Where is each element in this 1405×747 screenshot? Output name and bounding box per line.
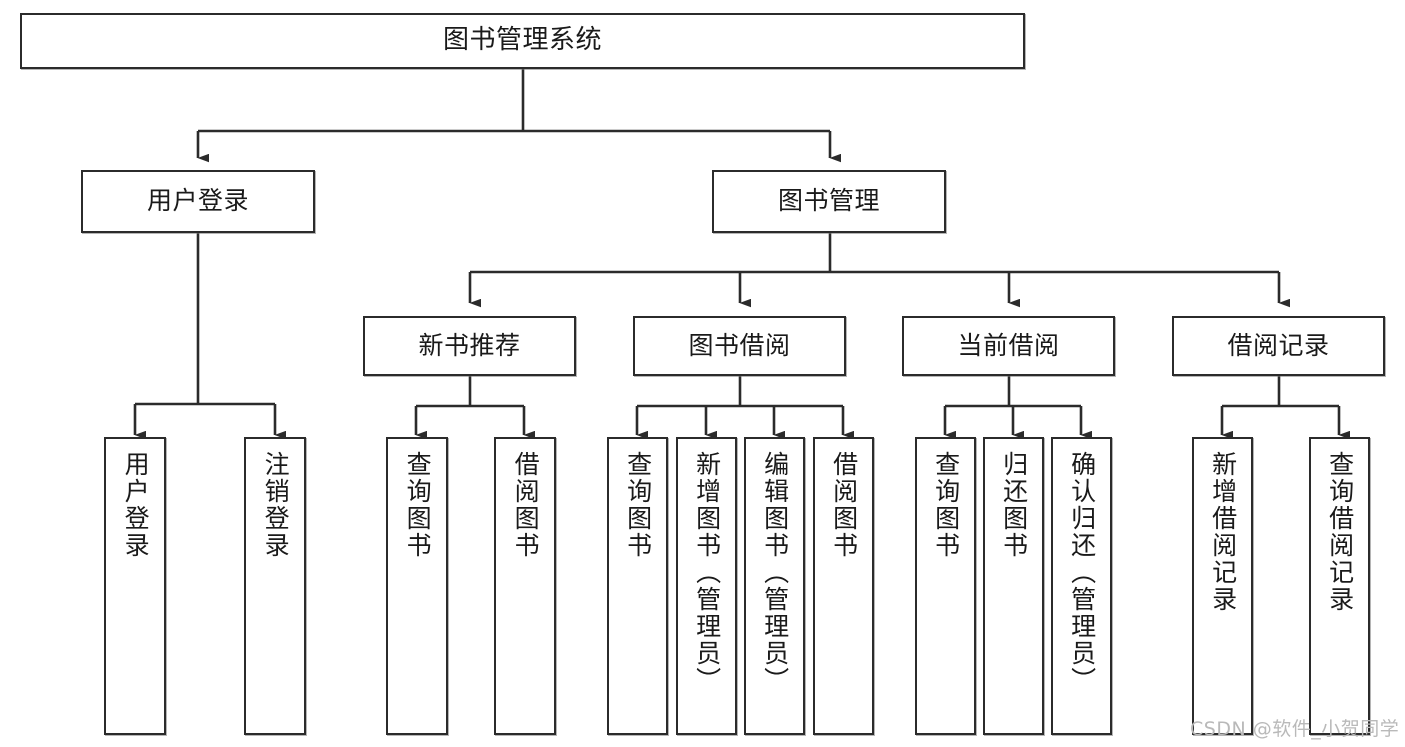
node-leaf-user-login-label: 用户登录: [121, 451, 151, 559]
node-leaf-borrow-book-1[interactable]: 借阅图书: [494, 437, 556, 735]
node-leaf-user-logout-label: 注销登录: [261, 451, 291, 559]
node-leaf-edit-book[interactable]: 编辑图书（管理员）: [744, 437, 805, 735]
node-new-book-recommend-label: 新书推荐: [418, 330, 521, 360]
node-current-borrow[interactable]: 当前借阅: [902, 316, 1115, 376]
node-leaf-add-record[interactable]: 新增借阅记录: [1192, 437, 1253, 735]
node-book-borrow-label: 图书借阅: [688, 330, 791, 360]
node-leaf-add-book[interactable]: 新增图书（管理员）: [676, 437, 737, 735]
node-leaf-borrow-book-2-label: 借阅图书: [829, 451, 859, 559]
node-leaf-query-book-1[interactable]: 查询图书: [386, 437, 448, 735]
node-book-borrow[interactable]: 图书借阅: [633, 316, 846, 376]
node-leaf-confirm-return[interactable]: 确认归还（管理员）: [1051, 437, 1112, 735]
node-leaf-borrow-book-1-label: 借阅图书: [511, 451, 541, 559]
node-leaf-return-book-label: 归还图书: [999, 451, 1029, 559]
node-leaf-query-book-3-label: 查询图书: [931, 451, 961, 559]
node-leaf-query-book-3[interactable]: 查询图书: [915, 437, 976, 735]
node-leaf-add-record-label: 新增借阅记录: [1208, 451, 1238, 613]
node-root[interactable]: 图书管理系统: [20, 13, 1025, 69]
node-leaf-query-record-label: 查询借阅记录: [1325, 451, 1355, 613]
csdn-watermark-text: CSDN @软件_小贺同学: [1190, 718, 1400, 740]
node-new-book-recommend[interactable]: 新书推荐: [363, 316, 576, 376]
node-book-manage-label: 图书管理: [777, 186, 880, 216]
node-leaf-borrow-book-2[interactable]: 借阅图书: [813, 437, 874, 735]
node-book-manage[interactable]: 图书管理: [712, 170, 946, 233]
node-current-borrow-label: 当前借阅: [957, 330, 1060, 360]
node-leaf-return-book[interactable]: 归还图书: [983, 437, 1044, 735]
node-user-login[interactable]: 用户登录: [81, 170, 315, 233]
node-leaf-user-logout[interactable]: 注销登录: [244, 437, 306, 735]
node-leaf-confirm-return-label: 确认归还（管理员）: [1067, 451, 1097, 694]
csdn-watermark: CSDN @软件_小贺同学: [1190, 714, 1399, 741]
node-user-login-label: 用户登录: [146, 186, 249, 216]
node-leaf-edit-book-label: 编辑图书（管理员）: [760, 451, 790, 694]
node-leaf-query-record[interactable]: 查询借阅记录: [1309, 437, 1370, 735]
node-leaf-add-book-label: 新增图书（管理员）: [692, 451, 722, 694]
node-leaf-user-login[interactable]: 用户登录: [104, 437, 166, 735]
node-borrow-record-label: 借阅记录: [1227, 330, 1330, 360]
node-leaf-query-book-2-label: 查询图书: [623, 451, 653, 559]
node-leaf-query-book-1-label: 查询图书: [403, 451, 433, 559]
node-root-label: 图书管理系统: [442, 25, 602, 56]
node-borrow-record[interactable]: 借阅记录: [1172, 316, 1385, 376]
node-leaf-query-book-2[interactable]: 查询图书: [607, 437, 668, 735]
